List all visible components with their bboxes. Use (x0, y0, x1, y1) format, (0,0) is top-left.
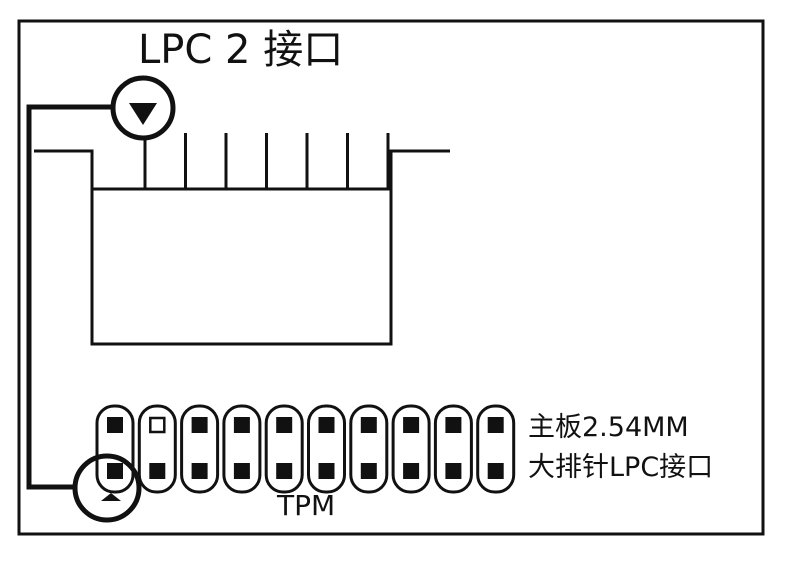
socket-pin-group (143, 133, 390, 189)
header-pin-column (307, 404, 346, 494)
header-pin-column (180, 404, 220, 494)
triangle-up-icon (101, 493, 121, 501)
header-pin (318, 463, 335, 479)
header-pin (107, 417, 123, 433)
header-note-line2: 大排针LPC接口 (528, 452, 714, 483)
header-pin (360, 417, 377, 433)
header-pin (360, 463, 377, 479)
header-pin (276, 463, 293, 479)
header-pin (403, 463, 420, 479)
header-pin (233, 463, 250, 479)
header-pin-column (349, 404, 389, 494)
header-pin-column (391, 404, 431, 494)
diagram-title: LPC 2 接口 (138, 27, 344, 73)
header-pin-column (137, 404, 177, 494)
header-pin (191, 417, 208, 433)
header-pin-column (222, 404, 262, 494)
header-pin-column (264, 404, 304, 494)
header-pin (445, 417, 462, 433)
header-pin-column (476, 404, 516, 494)
connector-line (26, 104, 119, 490)
header-pin (445, 463, 462, 479)
header-pin (276, 417, 293, 433)
header-pin-group (95, 404, 516, 494)
header-pin (318, 417, 335, 433)
header-pin (233, 417, 250, 433)
header-pin (403, 417, 420, 433)
header-pin (487, 417, 504, 433)
header-pin-column (95, 404, 135, 494)
header-pin (191, 463, 208, 479)
header-pin-empty (149, 416, 166, 434)
triangle-down-icon (129, 103, 157, 125)
header-pin (107, 463, 123, 479)
pin1-marker-circle-bottom (72, 453, 142, 523)
header-pin (487, 463, 504, 479)
header-note-line1: 主板2.54MM (528, 412, 689, 443)
outer-frame (17, 19, 765, 536)
header-pin-column (433, 404, 473, 494)
header-pin (149, 463, 166, 479)
tpm-label: TPM (277, 489, 336, 522)
lpc-socket-outline (34, 149, 450, 346)
